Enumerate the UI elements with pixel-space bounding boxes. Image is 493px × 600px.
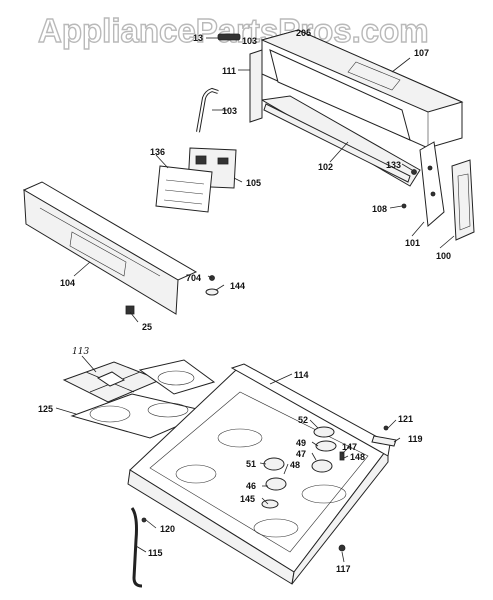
callout-125: 125	[38, 404, 53, 414]
screw-133	[411, 169, 417, 175]
callout-105: 105	[246, 178, 261, 188]
callout-111: 111	[222, 66, 236, 76]
drip-pan-125	[70, 359, 216, 439]
callout-49: 49	[296, 438, 306, 448]
igniter-147	[339, 451, 345, 461]
knob-144	[205, 288, 219, 296]
panel-102	[260, 49, 421, 187]
overlay-136	[155, 165, 213, 213]
clip-25	[125, 305, 135, 315]
callout-115: 115	[148, 548, 163, 558]
callout-46: 46	[246, 481, 256, 491]
grate-113	[62, 361, 162, 403]
callout-108: 108	[372, 204, 387, 214]
callout-121: 121	[398, 414, 413, 424]
callout-117: 117	[336, 564, 351, 574]
screw-108	[401, 203, 407, 209]
leader-lines	[55, 37, 455, 563]
watermark-text: AppliancePartsPros.com	[38, 12, 429, 49]
callout-119: 119	[408, 434, 423, 444]
callout-133: 133	[386, 160, 401, 170]
end-cap-100	[451, 159, 475, 241]
callout-144: 144	[230, 281, 245, 291]
callout-13: 13	[193, 33, 203, 43]
callout-145: 145	[240, 494, 255, 504]
callout-205: 205	[296, 28, 311, 38]
callout-103: 103	[222, 106, 237, 116]
spring-120	[141, 517, 147, 523]
callout-104: 104	[60, 278, 75, 288]
callout-51: 51	[246, 459, 256, 469]
callout-47: 47	[296, 449, 306, 459]
foot-117	[338, 544, 346, 552]
burner-caps	[261, 426, 337, 509]
callout-113: 113	[72, 347, 89, 357]
callout-100: 100	[436, 251, 451, 261]
callout-103a: 103	[242, 36, 257, 46]
callout-704: 704	[186, 273, 201, 283]
callout-120: 120	[160, 524, 175, 534]
end-cap-101	[419, 141, 445, 228]
handle-103	[196, 87, 219, 133]
bracket-119	[371, 425, 397, 447]
clip-13	[217, 33, 241, 41]
control-panel-104	[22, 181, 198, 315]
callout-52: 52	[298, 415, 308, 425]
callout-101: 101	[405, 238, 420, 248]
callout-148: 148	[350, 452, 365, 462]
callout-48: 48	[290, 460, 300, 470]
callout-136: 136	[150, 147, 165, 157]
bracket-111	[249, 49, 263, 123]
cooktop-114	[127, 363, 391, 585]
callout-107: 107	[414, 48, 429, 58]
rod-115	[130, 507, 143, 588]
callout-114: 114	[294, 370, 309, 380]
callout-25: 25	[142, 322, 152, 332]
callout-102: 102	[318, 162, 333, 172]
callout-147: 147	[342, 442, 357, 452]
